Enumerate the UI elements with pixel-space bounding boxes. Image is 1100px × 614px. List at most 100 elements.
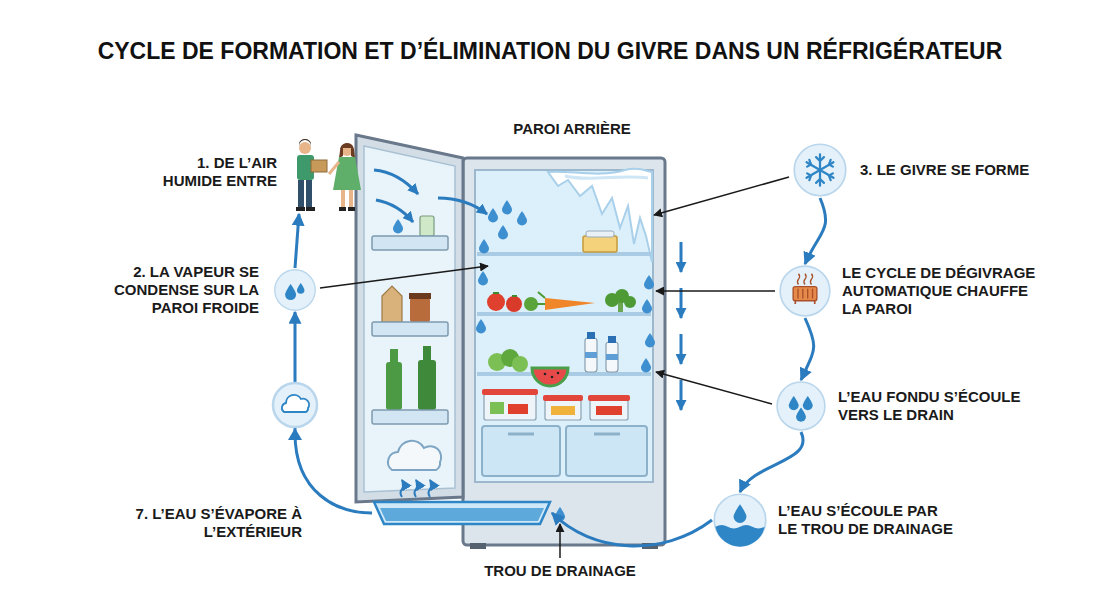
illustration-part — [807, 160, 833, 180]
title-holder: CYCLE DE FORMATION ET D’ÉLIMINATION DU G… — [0, 38, 1100, 65]
illustration-part — [423, 346, 431, 362]
illustration-part — [463, 158, 665, 545]
label-holder: PAROI ARRIÈRE — [452, 120, 692, 138]
illustration-part — [803, 396, 813, 410]
illustration-part — [478, 271, 488, 286]
illustration-part — [816, 157, 824, 183]
illustration-part — [734, 504, 747, 523]
illustration-part — [645, 333, 655, 348]
illustration-part — [780, 266, 830, 316]
label-holder: TROU DE DRAINAGE — [440, 562, 680, 580]
illustration-part — [508, 433, 620, 436]
illustration-part — [339, 207, 346, 211]
part-label: TROU DE DRAINAGE — [440, 562, 680, 580]
illustration-part — [642, 299, 652, 314]
illustration-part — [475, 170, 653, 482]
illustration-part — [348, 207, 355, 211]
illustration-part — [557, 372, 560, 375]
step-people: 1. DE L’AIR HUMIDE ENTRE — [285, 138, 372, 214]
illustration-part — [807, 154, 834, 185]
illustration-part — [376, 200, 413, 222]
step-label: 2. LA VAPEUR SE CONDENSE SUR LA PAROI FR… — [109, 263, 259, 318]
illustration-part — [654, 177, 789, 215]
illustration-part — [644, 275, 654, 290]
step-circle: LE CYCLE DE DÉGIVRAGE AUTOMATIQUE CHAUFF… — [778, 264, 832, 318]
people-icon — [285, 138, 372, 214]
illustration-part — [282, 395, 309, 412]
illustration-part — [306, 180, 312, 208]
illustration-part — [714, 494, 766, 546]
illustration-part — [482, 389, 538, 395]
illustration-part — [777, 382, 825, 430]
illustration-part — [476, 319, 486, 334]
illustration-part — [590, 400, 628, 420]
illustration-part — [793, 287, 817, 301]
illustration-part — [559, 524, 561, 558]
illustration-part — [299, 139, 311, 146]
title: CYCLE DE FORMATION ET D’ÉLIMINATION DU G… — [98, 38, 1003, 65]
illustration-part — [656, 372, 772, 404]
illustration-part — [606, 342, 618, 372]
illustration-part — [484, 394, 536, 420]
illustration-part — [512, 356, 528, 372]
step-circle: L’EAU S’ÉCOULE PAR LE TROU DE DRAINAGE — [712, 492, 768, 548]
illustration-part — [477, 252, 651, 256]
illustration-part — [380, 508, 544, 521]
illustration-part — [583, 236, 617, 252]
illustration-part — [618, 302, 623, 312]
drops-icon — [775, 380, 827, 432]
illustration-part — [548, 169, 652, 262]
illustration-part — [545, 298, 595, 310]
illustration-part — [349, 190, 353, 208]
illustration-part — [551, 406, 575, 415]
illustration-part — [306, 207, 315, 211]
cycle-arrow — [740, 432, 803, 492]
illustration-part — [490, 402, 504, 414]
illustration-part — [341, 190, 345, 208]
droplet-icon — [273, 268, 317, 312]
illustration-part — [438, 198, 487, 214]
illustration-part — [275, 270, 315, 310]
illustration-part — [798, 289, 813, 299]
illustration-part — [420, 216, 434, 236]
illustration-part — [551, 376, 554, 379]
illustration-part — [339, 143, 355, 158]
illustration-part — [565, 176, 648, 178]
illustration-part — [409, 293, 431, 299]
illustration-part — [393, 219, 403, 234]
illustration-part — [506, 296, 522, 312]
illustration-part — [329, 162, 339, 174]
illustration-part — [498, 225, 508, 240]
illustration-part — [372, 410, 448, 424]
illustration-part — [477, 312, 651, 316]
illustration-part — [508, 404, 528, 414]
illustration-part — [374, 170, 418, 194]
cycle-arrow — [295, 214, 299, 268]
illustration-part — [356, 135, 463, 502]
illustration-part — [588, 395, 630, 401]
illustration-part — [372, 322, 448, 336]
illustration-part — [680, 334, 683, 364]
step-circle: 2. LA VAPEUR SE CONDENSE SUR LA PAROI FR… — [273, 268, 317, 312]
step-label: LE CYCLE DE DÉGIVRAGE AUTOMATIQUE CHAUFF… — [842, 264, 1042, 319]
illustration-part — [410, 298, 430, 322]
illustration-part — [487, 293, 505, 311]
step-tray: 7. L’EAU S’ÉVAPORE À L’EXTÉRIEUR — [372, 500, 552, 526]
illustration-part — [288, 428, 302, 440]
illustration-part — [544, 373, 547, 376]
illustration-part — [796, 407, 806, 421]
illustration-part — [807, 160, 833, 180]
illustration-part — [382, 286, 402, 322]
illustration-part — [608, 336, 616, 343]
illustration-part — [641, 358, 651, 373]
illustration-part — [298, 180, 304, 208]
step-label: L’EAU S’ÉCOULE PAR LE TROU DE DRAINAGE — [778, 502, 958, 539]
illustration-part — [795, 301, 814, 304]
illustration-part — [587, 332, 595, 339]
illustration-part — [585, 352, 597, 358]
illustration-part — [401, 480, 404, 497]
illustration-part — [311, 160, 327, 172]
illustration-part — [537, 292, 545, 304]
drip-tray — [372, 500, 552, 526]
